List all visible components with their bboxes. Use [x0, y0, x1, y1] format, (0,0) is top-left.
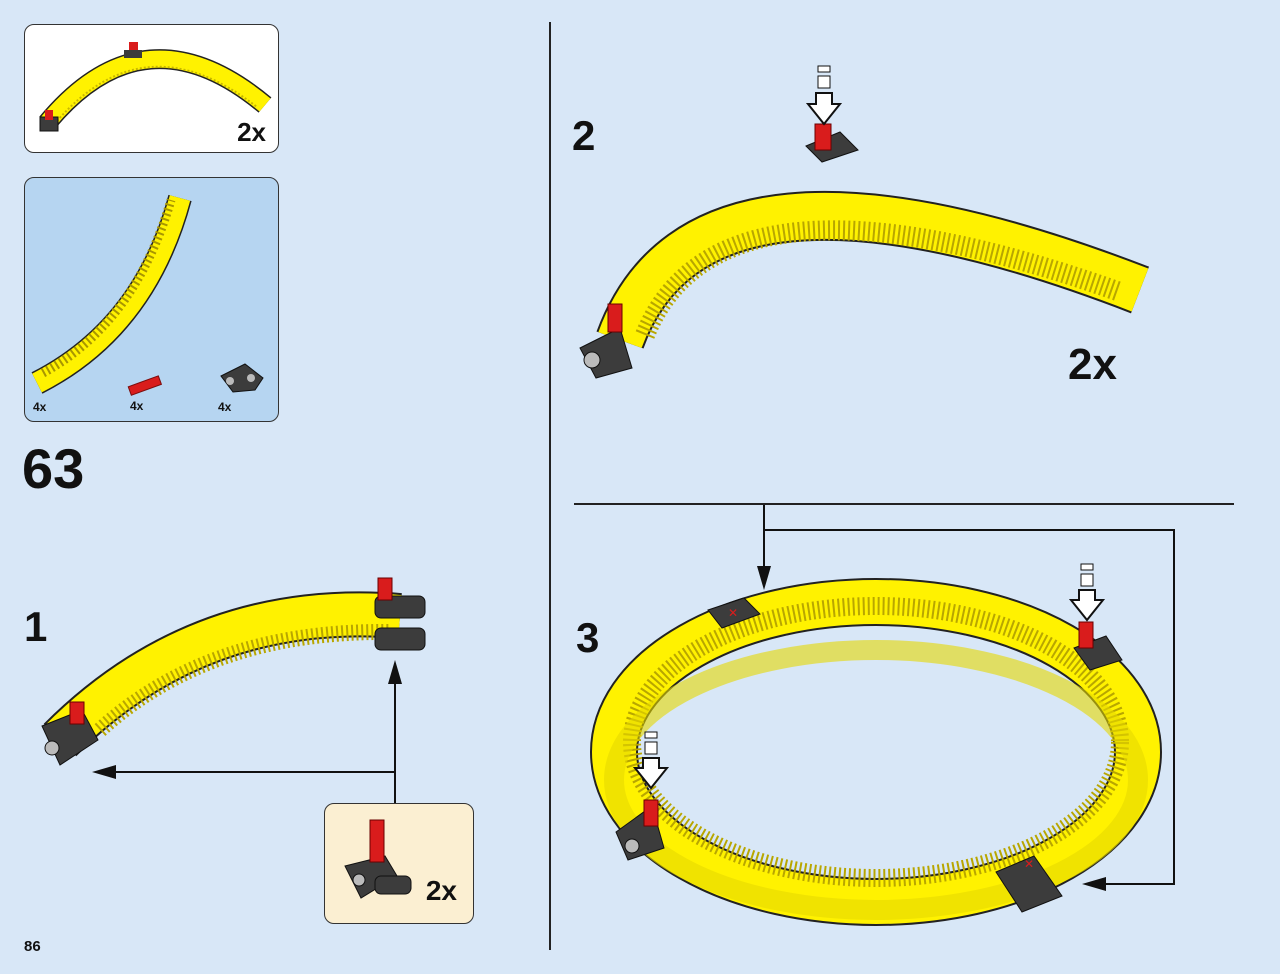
arrow-down-icon [757, 566, 771, 590]
curved-gear-rack-icon [31, 194, 192, 394]
substep-number-3: 3 [576, 614, 600, 661]
svg-text:✕: ✕ [1024, 857, 1034, 871]
connector-bottom-right-icon: ✕ [995, 855, 1063, 913]
parts-list: 4x 4x 4x [24, 177, 279, 422]
parts-qty-2: 4x [130, 399, 144, 413]
svg-text:✕: ✕ [728, 606, 738, 620]
assembly-callout-top: 2x [24, 24, 279, 153]
full-ring-assembly-icon [590, 578, 1162, 926]
parts-qty-1: 4x [33, 400, 47, 414]
red-axle-pin-icon [127, 375, 163, 396]
callout-multiplier: 2x [237, 117, 266, 147]
assembly-arrows [100, 668, 396, 804]
step-number: 63 [22, 437, 85, 500]
horizontal-divider [574, 503, 1234, 505]
connector-bottom-left-icon [615, 799, 665, 861]
gray-connector-icon [220, 363, 264, 393]
connector-left-icon [41, 701, 99, 766]
connector-top-right-icon [1073, 621, 1123, 671]
connector-left-icon [579, 303, 633, 379]
sub-callout: 2x [324, 803, 474, 924]
vertical-divider [549, 22, 551, 950]
substep-number-2: 2 [572, 112, 596, 159]
arrow-left-icon [1082, 877, 1106, 891]
insert-arrow-icon [805, 65, 843, 126]
connector-right-icon [374, 577, 426, 651]
page-number: 86 [24, 938, 41, 955]
arrow-up-icon [388, 660, 402, 684]
connector-top-left-icon: ✕ [707, 597, 761, 629]
half-ring-assembly-icon [596, 190, 1150, 350]
substep-number-1: 1 [24, 603, 48, 650]
connector-with-pin-icon [344, 819, 412, 899]
sub-callout-multiplier: 2x [425, 875, 457, 906]
insert-arrow-top-right-icon [1068, 563, 1106, 622]
connector-top-icon [805, 123, 859, 163]
half-ring-assembly-icon [39, 42, 272, 132]
half-ring-assembly-icon [43, 591, 402, 757]
arrow-left-icon [92, 765, 116, 779]
substep-2-multiplier: 2x [1068, 340, 1117, 389]
insert-arrow-bottom-left-icon [632, 731, 670, 790]
parts-qty-3: 4x [218, 400, 232, 414]
